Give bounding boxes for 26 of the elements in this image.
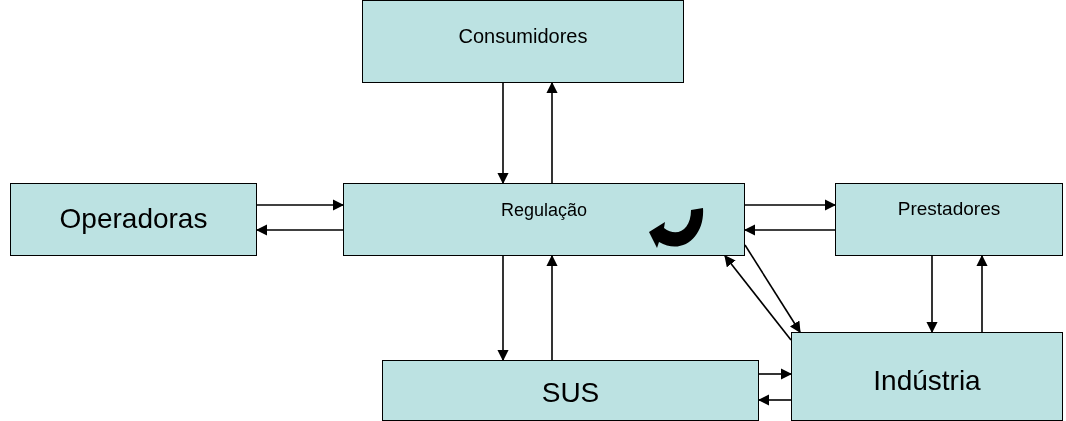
arrow (256, 199, 345, 211)
actor-box (362, 0, 684, 83)
node-label: Operadoras (58, 203, 209, 235)
arrow (926, 255, 938, 334)
node-label: Prestadores (896, 198, 1002, 220)
arrow (744, 244, 801, 333)
arrow (546, 81, 558, 184)
actor-box (835, 183, 1063, 256)
node-label: Regulação (499, 200, 589, 221)
arrow (744, 199, 837, 211)
arrow (758, 368, 793, 380)
arrow (497, 255, 509, 362)
arrow (546, 254, 558, 361)
node-label: Consumidores (457, 25, 589, 48)
arrow (757, 394, 792, 406)
node-label: Indústria (872, 365, 982, 397)
actor-box (10, 183, 257, 256)
central-box (343, 183, 745, 256)
actor-box (791, 332, 1063, 421)
arrow (497, 82, 509, 185)
actor-box (382, 360, 759, 421)
arrow (255, 224, 344, 236)
arrow (743, 224, 836, 236)
node-label: SUS (540, 377, 601, 409)
arrow (724, 255, 792, 341)
arrow (976, 254, 988, 333)
